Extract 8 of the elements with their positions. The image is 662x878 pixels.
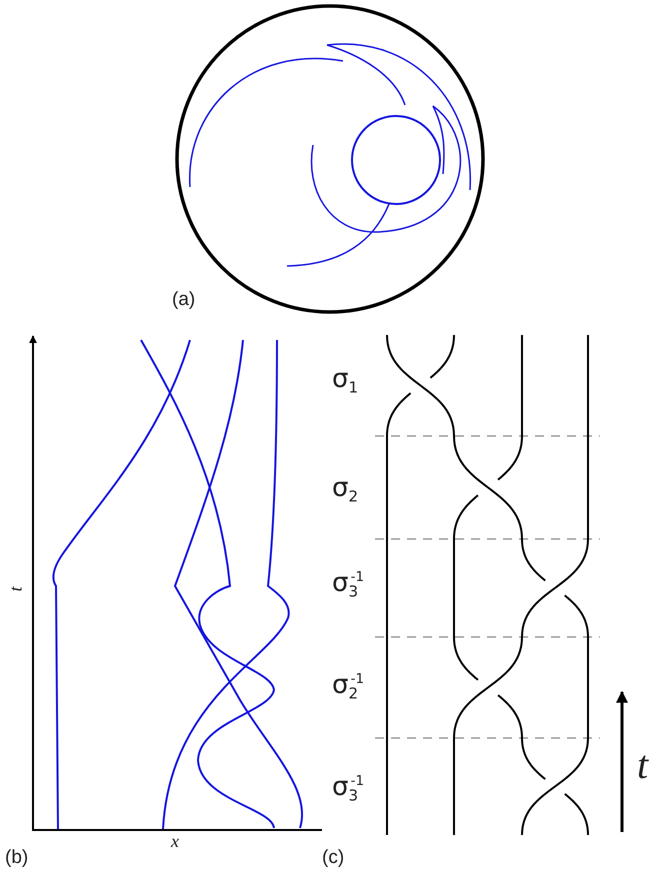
generator-label: σ$_{1}$ (332, 366, 358, 396)
panel-label: (b) (5, 848, 28, 867)
generator-label: σ$_{2}$ (332, 475, 358, 504)
panel-label: (c) (322, 848, 344, 867)
axis-label: x (171, 832, 179, 850)
axis-label: t (637, 745, 648, 785)
axis-label: t (6, 586, 24, 592)
panel-label: (a) (172, 290, 196, 309)
